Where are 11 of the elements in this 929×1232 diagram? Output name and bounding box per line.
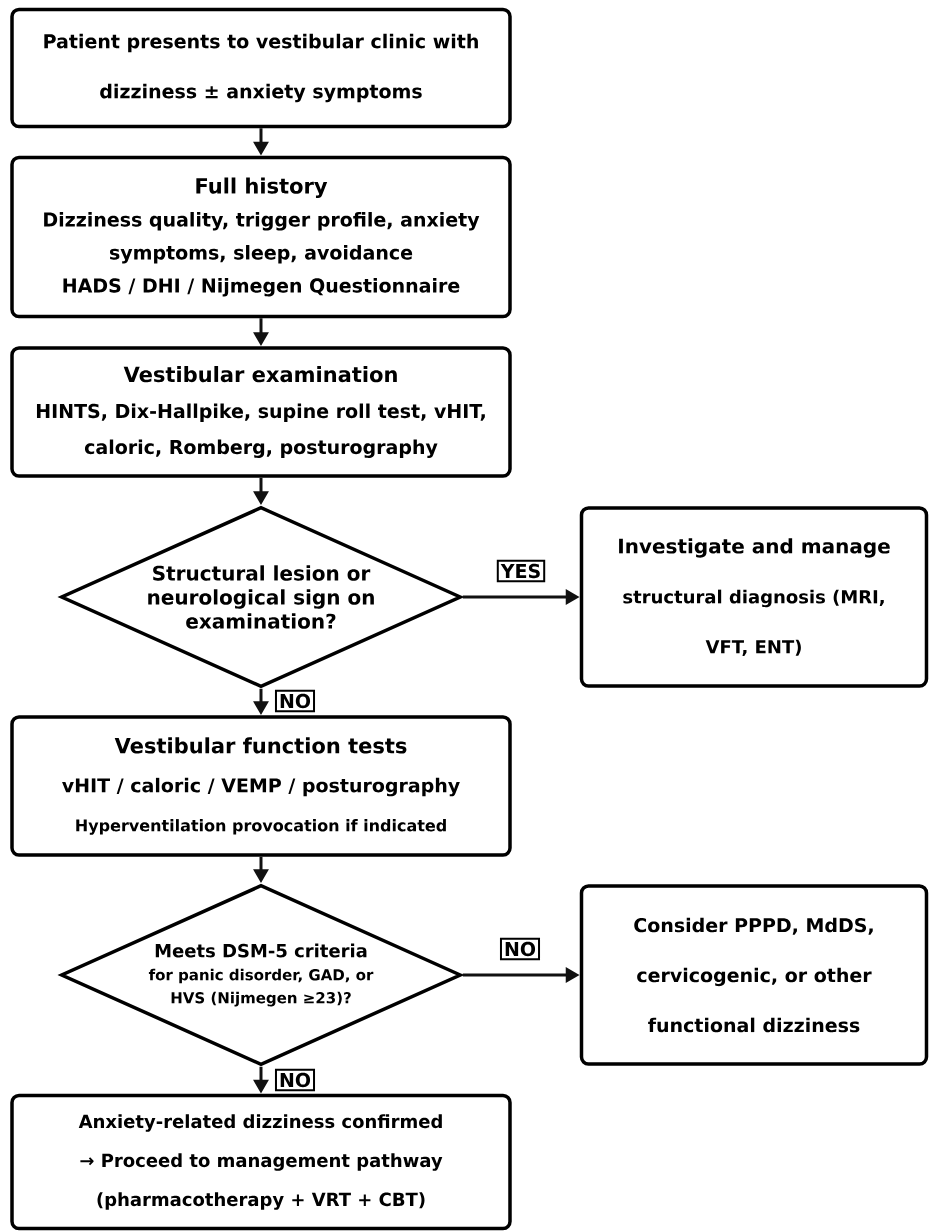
edge-label: YES: [496, 559, 546, 583]
process-box: Consider PPPD, MdDS, cervicogenic, or other functional dizziness: [579, 884, 929, 1066]
edge-label: NO: [274, 1068, 316, 1092]
process-box: Investigate and manage structural diagnosis (MRI, VFT, ENT): [579, 506, 929, 688]
process-box: Vestibular examination HINTS, Dix-Hallpike, supine roll test, vHIT, caloric, Romberg, posturography: [10, 346, 512, 478]
process-box: Full history Dizziness quality, trigger profile, anxiety symptoms, sleep, avoidance HADS / DHI / Nijmegen Questionnaire: [10, 155, 512, 319]
edge-label: NO: [499, 937, 540, 961]
process-box: Vestibular function tests vHIT / caloric / VEMP / posturography Hyperventilation provocation if indicated: [10, 715, 512, 857]
edge-label: NO: [274, 689, 316, 713]
process-box: Anxiety-related dizziness confirmed → Proceed to management pathway (pharmacotherapy + VRT + CBT): [10, 1093, 512, 1231]
process-box: Patient presents to vestibular clinic with dizziness ± anxiety symptoms: [10, 7, 512, 129]
